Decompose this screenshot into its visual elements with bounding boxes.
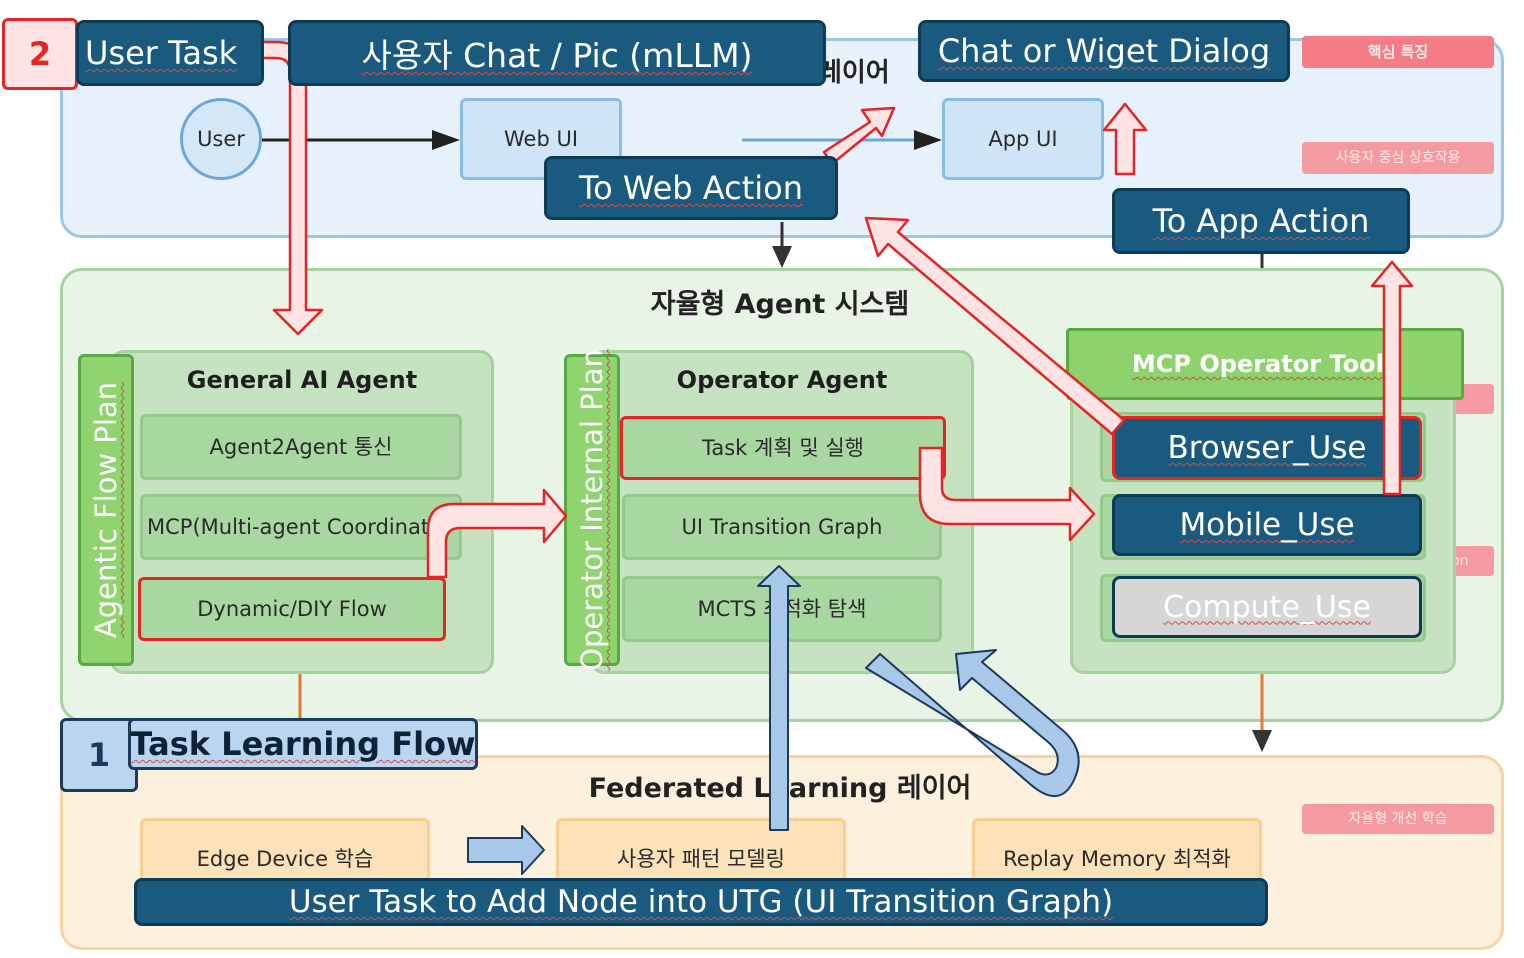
- federated-learning-title: Federated Learning 레이어: [588, 773, 972, 804]
- compute-use-tool: Compute_Use: [1112, 576, 1422, 638]
- mcp-operator-tools-title: MCP Operator Tools: [1066, 328, 1464, 400]
- top-to-mid-arrowhead: [772, 246, 792, 268]
- to-web-action-label: To Web Action: [544, 156, 838, 220]
- tag-core-features: 핵심 특징: [1302, 36, 1494, 68]
- agentic-flow-plan-label: Agentic Flow Plan: [78, 354, 134, 666]
- agent-system-title: 자율형 Agent 시스템: [650, 289, 910, 320]
- operator-agent-title: Operator Agent: [676, 366, 888, 394]
- ui-transition-graph-item: UI Transition Graph: [622, 494, 942, 560]
- user-chat-label: 사용자 Chat / Pic (mLLM): [288, 20, 826, 86]
- task-learning-flow-label: Task Learning Flow: [128, 718, 478, 770]
- mcp-coordination-item: MCP(Multi-agent Coordinatio: [140, 494, 462, 560]
- user-node: User: [180, 98, 262, 180]
- general-ai-agent-title: General AI Agent: [186, 366, 418, 394]
- task-plan-item: Task 계획 및 실행: [620, 416, 946, 480]
- user-task-label: User Task: [76, 20, 264, 86]
- mcp-to-bottom-arrowhead: [1252, 730, 1272, 752]
- step-2-badge: 2: [2, 18, 78, 90]
- mcts-search-item: MCTS 최적화 탐색: [622, 576, 942, 642]
- utg-note-label: User Task to Add Node into UTG (UI Trans…: [134, 878, 1268, 926]
- app-ui-node: App UI: [942, 98, 1104, 180]
- dynamic-diy-flow-item: Dynamic/DIY Flow: [138, 577, 446, 641]
- agent2agent-item: Agent2Agent 통신: [140, 414, 462, 480]
- operator-internal-plan-label: Operator Internal Plan: [564, 349, 620, 671]
- to-app-action-label: To App Action: [1112, 188, 1410, 254]
- chat-dialog-label: Chat or Wiget Dialog: [918, 20, 1290, 82]
- mobile-use-tool: Mobile_Use: [1112, 494, 1422, 556]
- tag-user-interaction: 사용자 중심 상호작용: [1302, 142, 1494, 174]
- tag-autonomous-learning: 자율형 개선 학습: [1302, 804, 1494, 834]
- browser-use-tool: Browser_Use: [1112, 416, 1422, 480]
- step-1-badge: 1: [60, 718, 138, 792]
